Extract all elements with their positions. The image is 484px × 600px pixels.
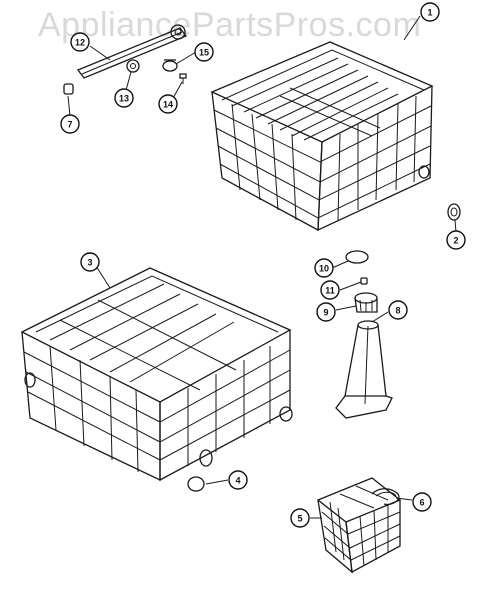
svg-text:12: 12 — [75, 38, 85, 48]
callout-2: 2 — [446, 230, 466, 250]
svg-text:6: 6 — [419, 498, 424, 508]
svg-text:7: 7 — [67, 120, 72, 130]
svg-text:15: 15 — [199, 48, 209, 58]
svg-text:1: 1 — [427, 8, 432, 18]
callout-12: 12 — [70, 32, 90, 52]
callout-14: 14 — [158, 94, 178, 114]
callout-10: 10 — [314, 258, 334, 278]
callout-13: 13 — [114, 88, 134, 108]
callout-4: 4 — [228, 470, 248, 490]
rack-rail-assembly — [63, 24, 188, 95]
svg-text:8: 8 — [395, 306, 400, 316]
upper-rack — [210, 41, 461, 232]
callout-15: 15 — [194, 42, 214, 62]
svg-text:2: 2 — [453, 236, 458, 246]
lower-rack — [20, 267, 293, 492]
silverware-basket — [316, 477, 402, 574]
svg-text:5: 5 — [297, 514, 302, 524]
svg-text:4: 4 — [235, 476, 240, 486]
svg-text:9: 9 — [323, 308, 328, 318]
svg-text:13: 13 — [119, 94, 129, 104]
callout-1: 1 — [420, 2, 440, 22]
spray-tower-assembly — [335, 250, 393, 419]
callout-11: 11 — [320, 280, 340, 300]
callout-8: 8 — [388, 300, 408, 320]
svg-text:11: 11 — [325, 286, 335, 296]
callout-6: 6 — [412, 492, 432, 512]
callout-3: 3 — [80, 252, 100, 272]
watermark-text: AppliancePartsPros.com — [38, 6, 422, 44]
svg-text:3: 3 — [87, 258, 92, 268]
callout-7: 7 — [60, 114, 80, 134]
svg-text:14: 14 — [163, 100, 173, 110]
svg-text:10: 10 — [319, 264, 329, 274]
callout-5: 5 — [290, 508, 310, 528]
callout-9: 9 — [316, 302, 336, 322]
